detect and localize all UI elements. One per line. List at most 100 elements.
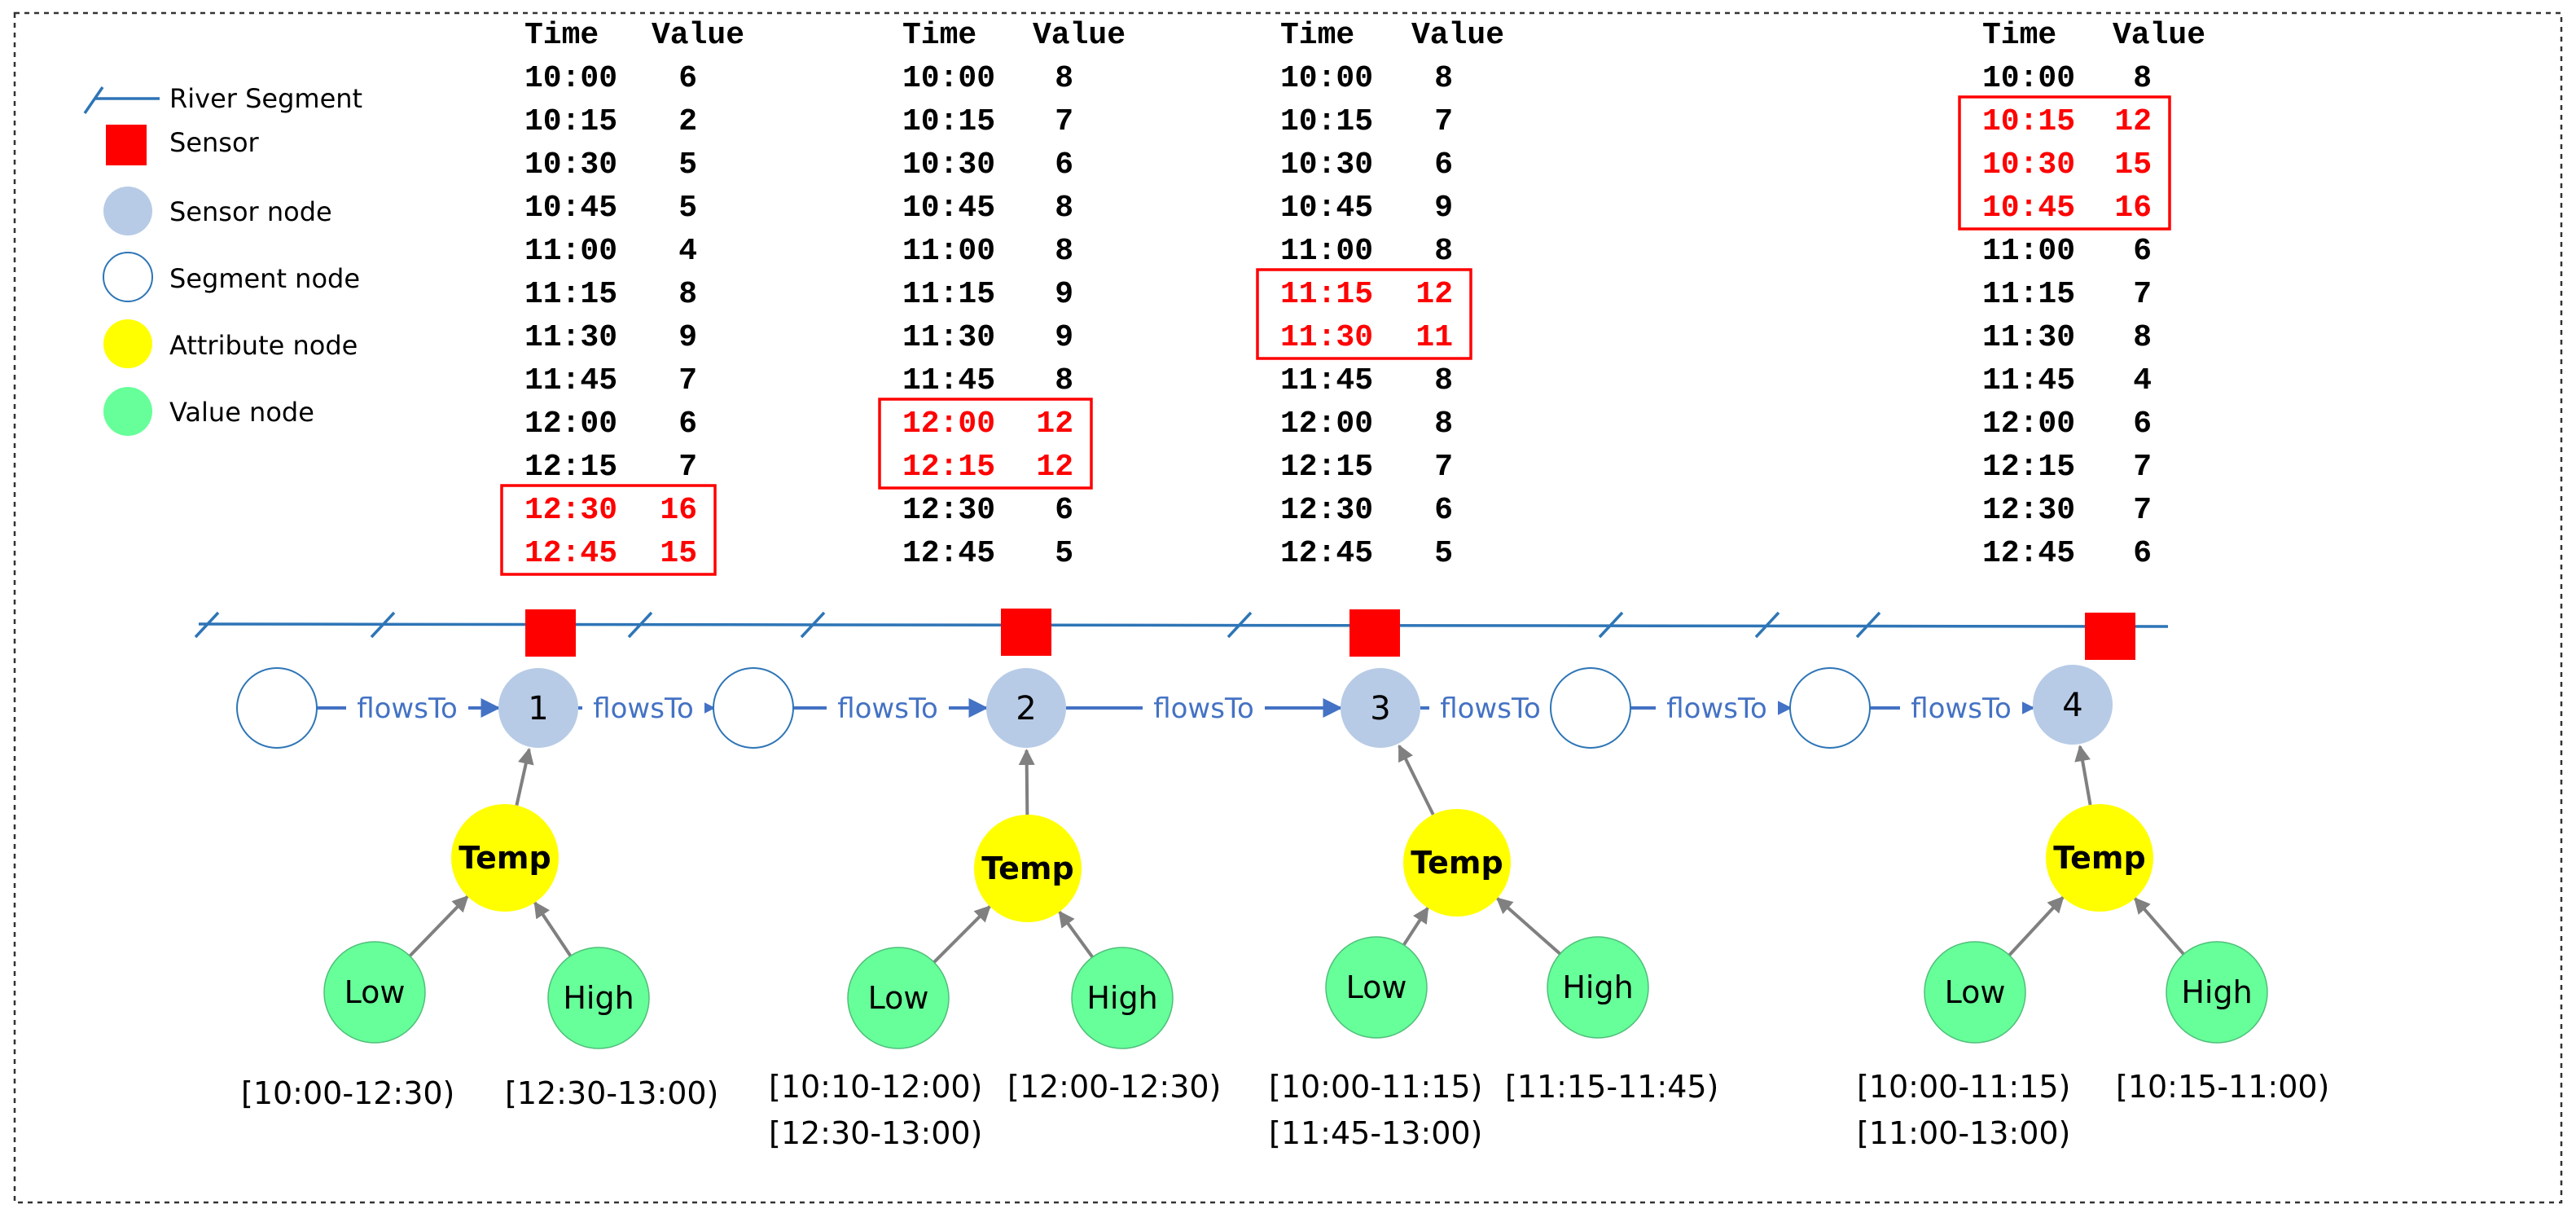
flows-to-label: flowsTo: [1666, 692, 1767, 725]
table-cell-time: 12:00: [524, 407, 617, 442]
river-tick: [1598, 611, 1624, 639]
table-cell-value: 12: [1415, 277, 1453, 312]
high-range-label: [10:15-11:00): [2116, 1069, 2329, 1105]
value-node-high: High: [1547, 936, 1649, 1039]
attribute-node-icon: [103, 319, 152, 368]
table-cell-value: 8: [1434, 407, 1453, 442]
sensor-node-1: 1: [498, 668, 578, 748]
segment-node: [713, 667, 794, 749]
flows-to-label: flowsTo: [1440, 692, 1541, 725]
river-segment-icon: [83, 86, 160, 114]
table-cell-value: 6: [1434, 147, 1453, 182]
low-range-label: [10:00-11:15): [1269, 1069, 1482, 1105]
legend-label-river: River Segment: [169, 83, 362, 114]
table-cell-value: 7: [1055, 104, 1073, 139]
table-cell-value: 12: [2114, 104, 2152, 139]
table-cell-value: 6: [678, 61, 697, 96]
value-node-circle: [2166, 941, 2268, 1044]
sensor-node-circle: [498, 668, 578, 748]
legend-label-sensor: Sensor: [169, 127, 260, 158]
table-cell-time: 11:30: [902, 320, 995, 355]
table-cell-value: 8: [1055, 61, 1073, 96]
value-node-label: Low: [1945, 974, 2006, 1010]
high-range-label: [12:00-12:30): [1007, 1069, 1221, 1105]
attribute-edge: [2074, 745, 2092, 806]
attribute-edge: [533, 901, 573, 957]
attribute-node-circle: [974, 815, 1082, 922]
table-header-time: Time: [1280, 18, 1354, 53]
table-cell-value: 8: [1055, 363, 1073, 398]
attribute-edge: [1058, 910, 1095, 959]
table-cell-time: 10:00: [902, 61, 995, 96]
table-cell-value: 7: [2133, 277, 2152, 312]
segment-node: [1789, 667, 1871, 749]
value-node-circle: [1071, 947, 1174, 1049]
table-cell-value: 8: [1434, 61, 1453, 96]
river-line: [198, 622, 2169, 628]
attribute-edge: [515, 747, 534, 807]
value-node-low: Low: [323, 941, 426, 1044]
sensor-node-3: 3: [1341, 668, 1420, 748]
table-cell-value: 9: [1055, 320, 1073, 355]
table-cell-time: 10:45: [1982, 191, 2075, 226]
attribute-node-label: Temp: [459, 840, 551, 876]
value-node-high: High: [2166, 941, 2268, 1044]
value-ranges: [10:00-11:15)[11:00-13:00)[10:15-11:00): [1857, 1069, 2329, 1151]
attribute-node-circle: [2046, 804, 2153, 912]
table-cell-value: 4: [678, 234, 697, 269]
value-node-label: High: [563, 980, 634, 1016]
low-range-label: [11:00-13:00): [1857, 1115, 2070, 1151]
river-tick: [800, 611, 826, 639]
sensor-icon: [1001, 609, 1051, 656]
outer-frame: [13, 11, 2563, 1204]
table-cell-time: 10:45: [1280, 191, 1373, 226]
sensor-icon: [1349, 609, 1400, 657]
river-tick: [1855, 611, 1881, 639]
table-cell-time: 11:30: [1982, 320, 2075, 355]
table-cell-value: 8: [678, 277, 697, 312]
edge-label-bg: [1429, 690, 1551, 724]
table-cell-value: 7: [1434, 104, 1453, 139]
table-cell-time: 10:30: [524, 147, 617, 182]
table-cell-value: 6: [2133, 407, 2152, 442]
table-cell-value: 7: [2133, 450, 2152, 485]
value-node-label: High: [1562, 969, 1633, 1005]
table-cell-time: 12:15: [1982, 450, 2075, 485]
table-cell-time: 12:15: [1280, 450, 1373, 485]
attribute-node-label: Temp: [981, 851, 1073, 886]
sensor-node-label: 2: [1016, 690, 1036, 727]
table-cell-value: 7: [1434, 450, 1453, 485]
river-tick: [1227, 611, 1253, 639]
table-cell-time: 11:15: [902, 277, 995, 312]
flows-to-edge: flowsTo: [1420, 690, 1553, 725]
table-cell-value: 5: [678, 191, 697, 226]
table-cell-value: 6: [1434, 493, 1453, 528]
low-range-label: [10:10-12:00): [769, 1069, 982, 1105]
table-cell-time: 10:15: [1280, 104, 1373, 139]
table-cell-time: 10:15: [902, 104, 995, 139]
segment-node: [1550, 667, 1631, 749]
flows-to-label: flowsTo: [837, 692, 938, 725]
edge-label-bg: [827, 690, 949, 724]
flows-to-edge: flowsTo: [1066, 690, 1343, 725]
legend-item-sensor-node: Sensor node: [103, 187, 332, 235]
river-tick: [627, 611, 653, 639]
table-cell-time: 11:15: [524, 277, 617, 312]
value-node-icon: [103, 387, 152, 436]
